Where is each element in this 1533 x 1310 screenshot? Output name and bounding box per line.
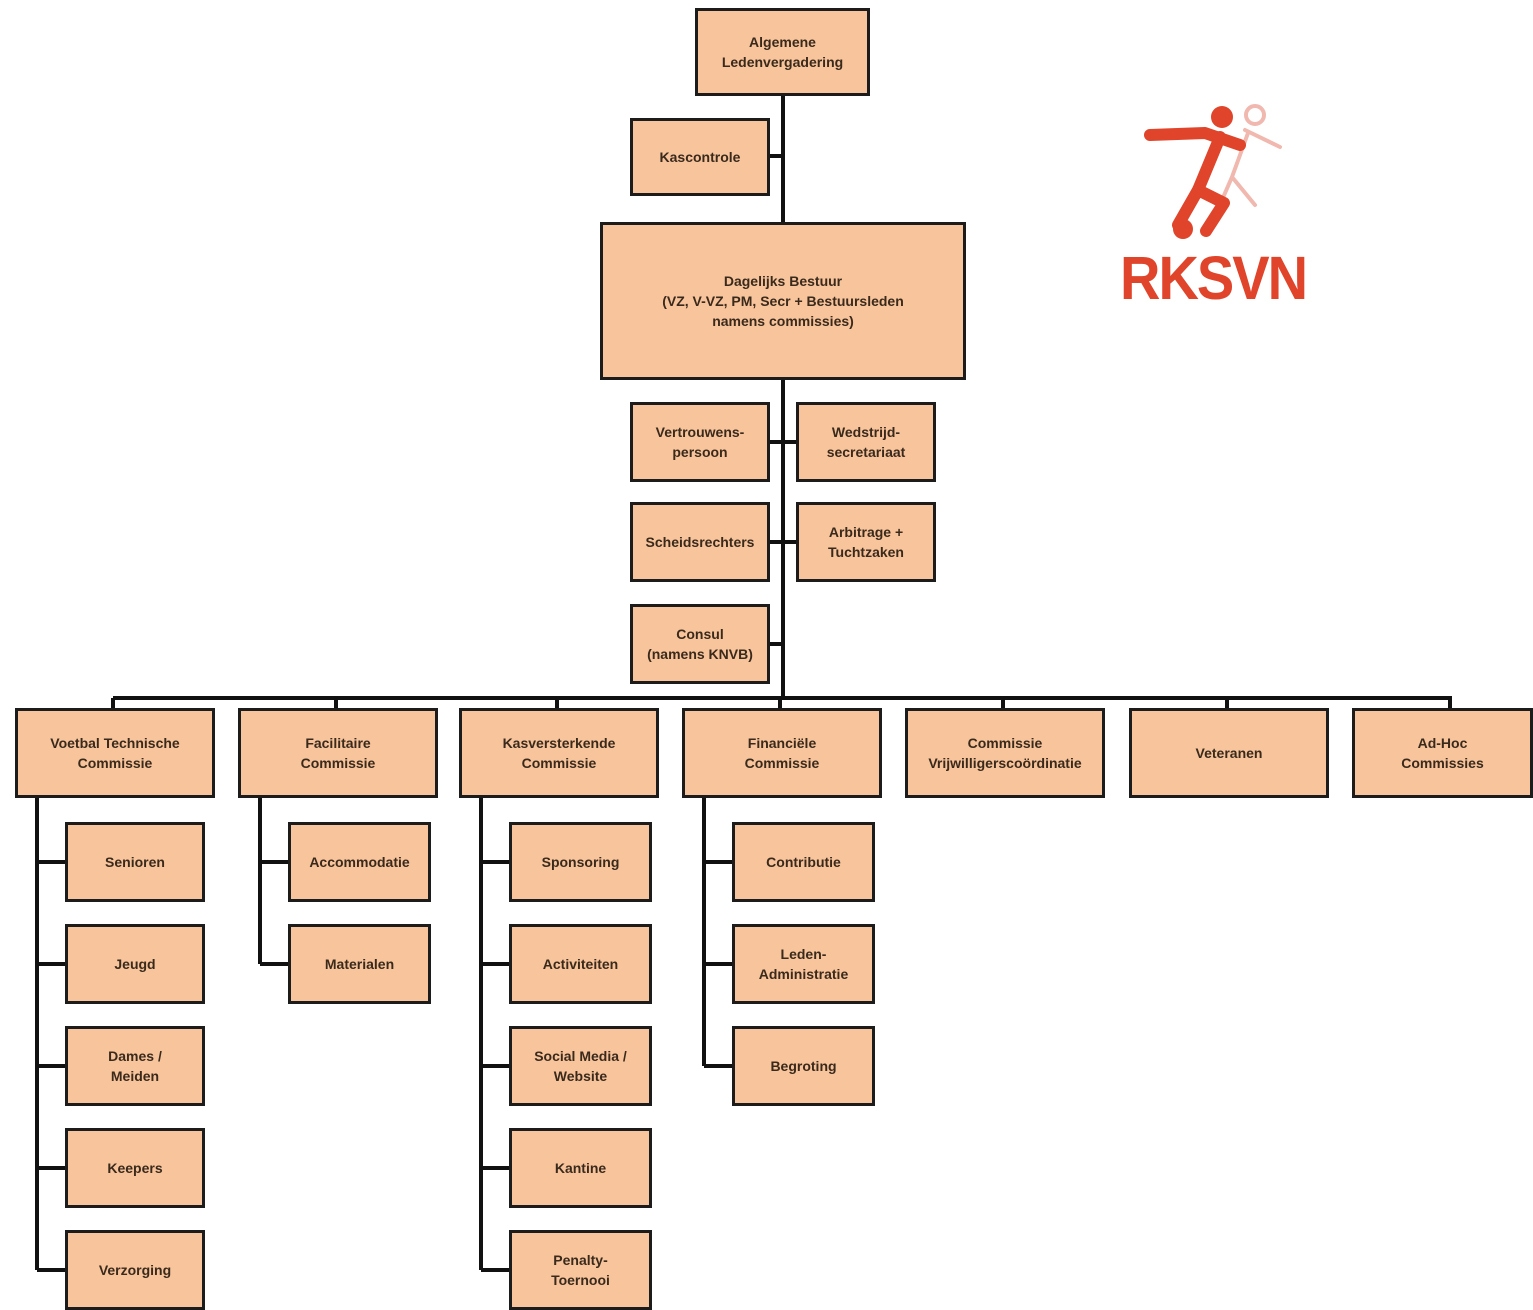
soccer-player-icon <box>1144 104 1282 239</box>
box-algemene-ledenvergadering-text-1: Algemene <box>749 33 816 50</box>
box-commission-3-text-2: Commissie <box>744 755 820 771</box>
box-commission-4-text-2: Vrijwilligerscoördinatie <box>928 755 1082 771</box>
box-kascontrole: Kascontrole <box>630 118 770 196</box>
box-child-0-2: Dames / Meiden <box>65 1026 205 1106</box>
box-child-0-2-text-1: Dames / <box>108 1047 162 1064</box>
box-child-2-2: Social Media / Website <box>509 1026 652 1106</box>
box-commission-1-text-1: Facilitaire <box>305 734 371 751</box>
box-child-2-0-text-1: Sponsoring <box>541 853 620 870</box>
box-dagelijks-bestuur-text-3: namens commissies) <box>712 313 854 330</box>
box-commission-2-text-2: Commissie <box>521 755 597 771</box>
box-child-0-0-text-1: Senioren <box>105 853 165 870</box>
box-arbitrage-tuchtzaken-text-2: Tuchtzaken <box>828 544 904 560</box>
box-child-2-4: Penalty- Toernooi <box>509 1230 652 1310</box>
box-arbitrage-tuchtzaken: Arbitrage + Tuchtzaken <box>796 502 936 582</box>
box-arbitrage-tuchtzaken-text-1: Arbitrage + <box>828 523 904 540</box>
box-dagelijks-bestuur-text-2: (VZ, V-VZ, PM, Secr + Bestuursleden <box>662 292 904 309</box>
box-wedstrijdsecretariaat-text-1: Wedstrijd- <box>831 423 901 440</box>
box-child-2-0: Sponsoring <box>509 822 652 902</box>
box-consul-text-1: Consul <box>676 625 724 642</box>
box-child-2-3-text-1: Kantine <box>554 1159 607 1176</box>
box-wedstrijdsecretariaat-text-2: secretariaat <box>826 444 906 460</box>
box-child-3-2: Begroting <box>732 1026 875 1106</box>
box-child-0-4-text-1: Verzorging <box>98 1261 172 1278</box>
box-scheidsrechters-text-1: Scheidsrechters <box>645 533 755 550</box>
box-commission-0-text-2: Commissie <box>77 755 153 771</box>
box-child-2-1-text-1: Activiteiten <box>542 955 619 972</box>
box-child-0-3: Keepers <box>65 1128 205 1208</box>
box-wedstrijdsecretariaat: Wedstrijd-secretariaat <box>796 402 936 482</box>
box-vertrouwenspersoon-text-1: Vertrouwens- <box>655 423 745 440</box>
box-scheidsrechters: Scheidsrechters <box>630 502 770 582</box>
box-commission-3-text-1: Financiële <box>747 734 817 751</box>
box-child-0-1: Jeugd <box>65 924 205 1004</box>
box-child-3-1-text-2: Administratie <box>758 966 849 982</box>
box-commission-6-text-1: Ad-Hoc <box>1417 734 1468 751</box>
box-child-2-2-text-2: Website <box>553 1068 608 1084</box>
box-dagelijks-bestuur-text-1: Dagelijks Bestuur <box>723 272 843 289</box>
box-child-0-4: Verzorging <box>65 1230 205 1310</box>
box-vertrouwenspersoon-text-2: persoon <box>672 444 728 460</box>
box-child-1-1: Materialen <box>288 924 431 1004</box>
box-child-3-0-text-1: Contributie <box>766 853 841 870</box>
box-commission-4-text-1: Commissie <box>967 734 1043 751</box>
box-child-1-0: Accommodatie <box>288 822 431 902</box>
box-child-2-4-text-1: Penalty- <box>553 1251 608 1268</box>
box-vertrouwenspersoon: Vertrouwens-persoon <box>630 402 770 482</box>
box-dagelijks-bestuur: Dagelijks Bestuur (VZ, V-VZ, PM, Secr + B… <box>600 222 966 380</box>
box-child-3-2-text-1: Begroting <box>770 1057 837 1074</box>
box-commission-5-text-1: Veteranen <box>1195 744 1263 761</box>
box-commission-1-text-2: Commissie <box>300 755 376 771</box>
box-commission-0-text-1: Voetbal Technische <box>50 734 180 751</box>
box-child-2-4-text-2: Toernooi <box>551 1272 610 1288</box>
box-algemene-ledenvergadering-text-2: Ledenvergadering <box>721 54 844 70</box>
box-child-0-3-text-1: Keepers <box>107 1159 163 1176</box>
box-commission-2-text-1: Kasversterkende <box>502 734 616 751</box>
box-child-2-3: Kantine <box>509 1128 652 1208</box>
rksvn-logo: RKSVN <box>1120 95 1310 325</box>
box-child-3-0: Contributie <box>732 822 875 902</box>
box-child-3-1-text-1: Leden- <box>780 945 827 962</box>
box-consul: Consul (namens KNVB) <box>630 604 770 684</box>
box-commission-6-text-2: Commissies <box>1401 755 1484 771</box>
box-child-3-1: Leden- Administratie <box>732 924 875 1004</box>
box-commission-5: Veteranen <box>1129 708 1329 798</box>
box-child-1-1-text-1: Materialen <box>324 955 395 972</box>
box-child-2-1: Activiteiten <box>509 924 652 1004</box>
box-consul-text-2: (namens KNVB) <box>647 646 753 662</box>
box-child-0-0: Senioren <box>65 822 205 902</box>
box-kascontrole-text-1: Kascontrole <box>659 148 741 165</box>
box-child-1-0-text-1: Accommodatie <box>309 853 410 870</box>
box-child-2-2-text-1: Social Media / <box>534 1047 627 1064</box>
box-child-0-1-text-1: Jeugd <box>114 955 156 972</box>
logo-text: RKSVN <box>1120 242 1308 313</box>
box-child-0-2-text-2: Meiden <box>110 1068 160 1084</box>
